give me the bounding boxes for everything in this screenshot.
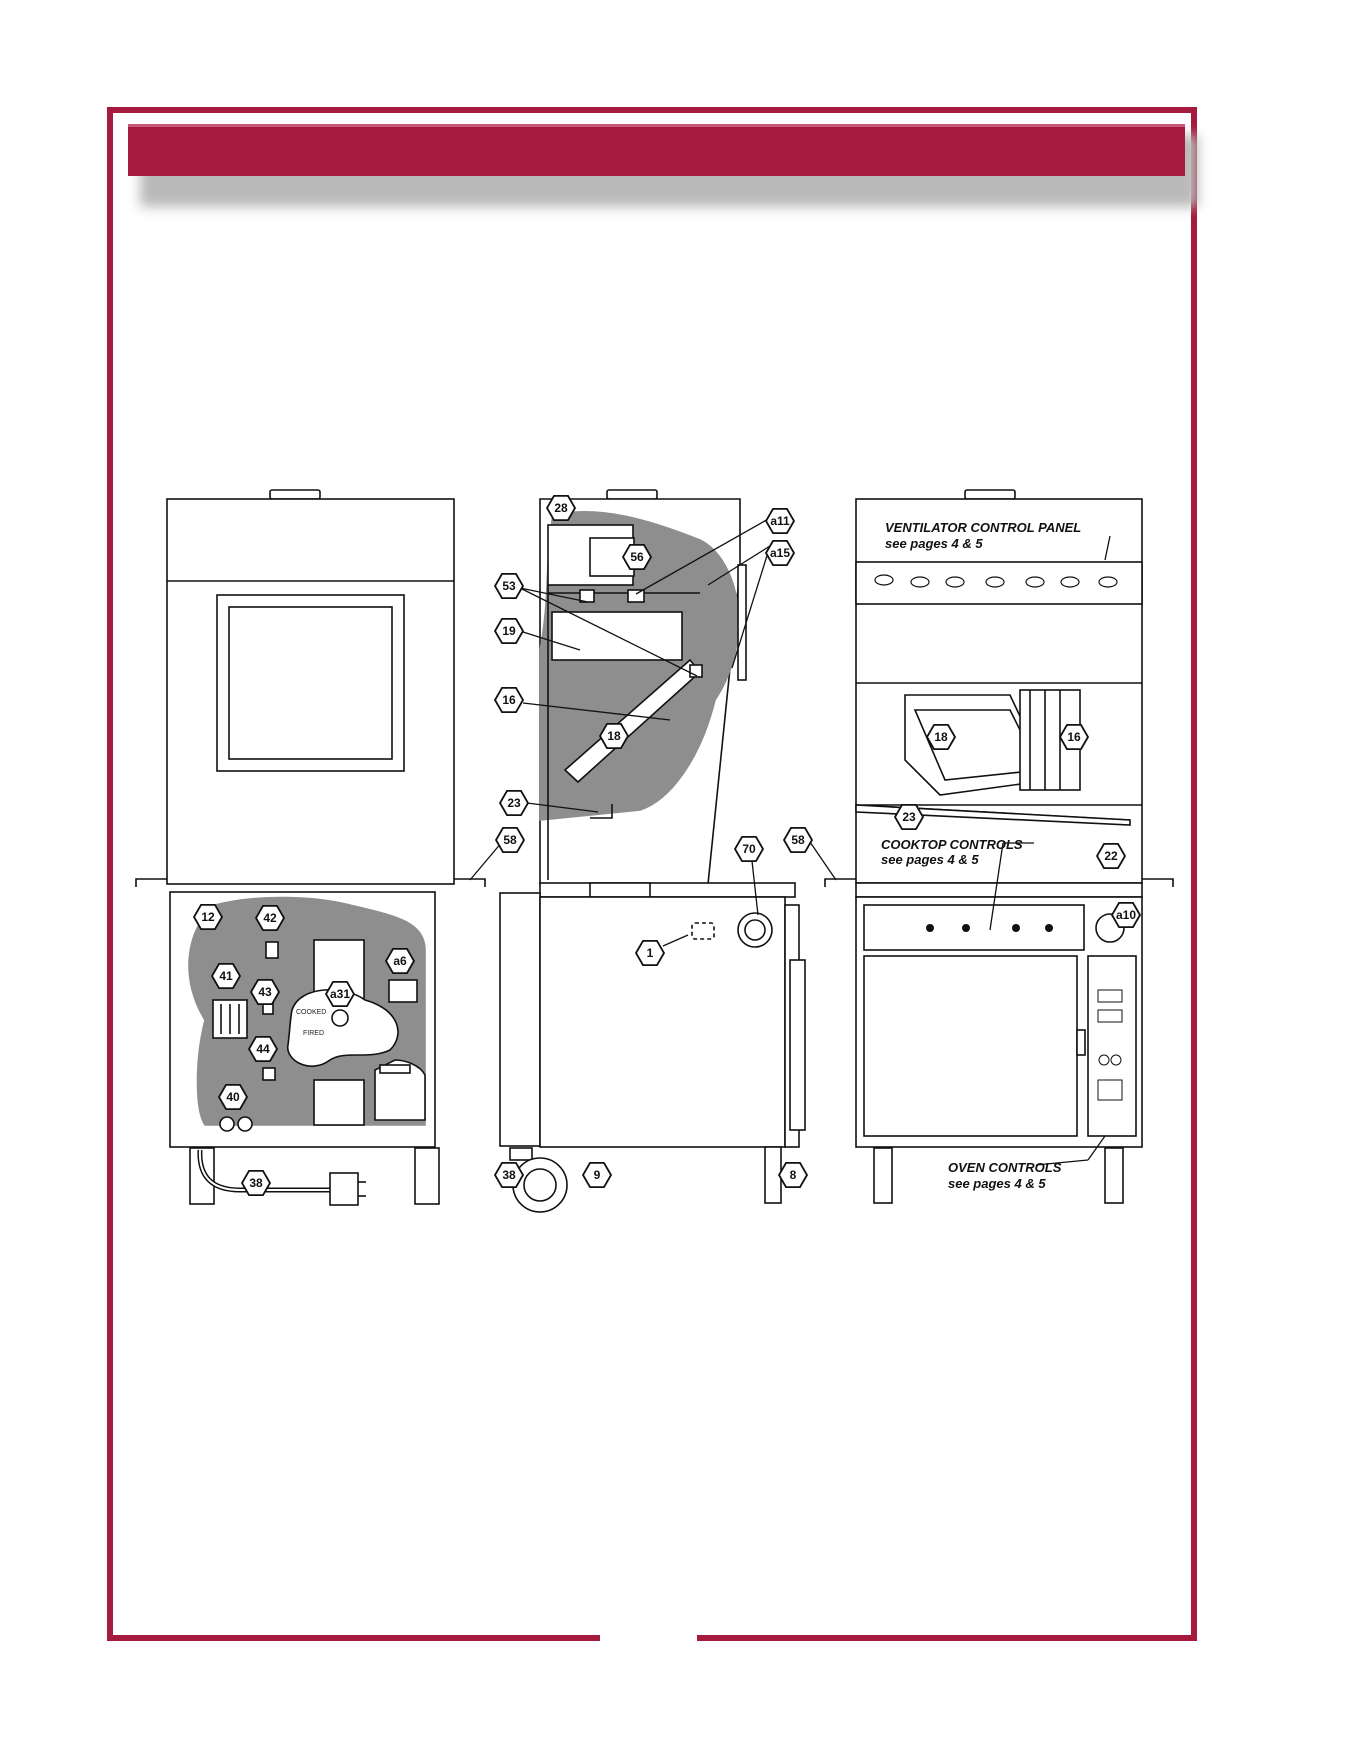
callout-number: 16: [502, 693, 516, 707]
callout-number: 23: [507, 796, 521, 810]
callout-front-a10: a10: [1112, 903, 1140, 927]
callout-side-70: 70: [735, 837, 763, 861]
callout-side-1: 1: [636, 941, 664, 965]
cooked-label: COOKED: [296, 1009, 326, 1016]
callout-front-22: 22: [1097, 844, 1125, 868]
callout-number: 40: [226, 1090, 240, 1104]
callout-front-18: 18: [927, 725, 955, 749]
callout-number: a6: [393, 954, 407, 968]
callout-rear-44: 44: [249, 1037, 277, 1061]
callout-side-19: 19: [495, 619, 523, 643]
callout-rear-38: 38: [242, 1171, 270, 1195]
callout-number: 19: [502, 624, 516, 638]
callout-number: a11: [770, 514, 790, 528]
callout-rear-43: 43: [251, 980, 279, 1004]
callout-left-58: 58: [496, 828, 524, 852]
ventilator-see-pages: see pages 4 & 5: [885, 536, 983, 551]
callout-rear-41: 41: [212, 964, 240, 988]
callout-side-9: 9: [583, 1163, 611, 1187]
oven-controls-label: OVEN CONTROLS: [948, 1160, 1062, 1175]
callout-side-16: 16: [495, 688, 523, 712]
oven-see-pages: see pages 4 & 5: [948, 1176, 1046, 1191]
callout-number: 18: [607, 729, 621, 743]
callout-front-23: 23: [895, 805, 923, 829]
callout-number: a15: [770, 546, 790, 560]
callout-side-a15: a15: [766, 541, 794, 565]
callout-rear-40: 40: [219, 1085, 247, 1109]
callout-side-a11: a11: [766, 509, 794, 533]
cooktop-see-pages: see pages 4 & 5: [881, 852, 979, 867]
callout-side-53: 53: [495, 574, 523, 598]
callout-number: 18: [934, 730, 948, 744]
callout-number: 1: [647, 946, 654, 960]
callout-number: 12: [201, 910, 215, 924]
ventilator-panel-label: VENTILATOR CONTROL PANEL: [885, 520, 1081, 535]
callout-rear-42: 42: [256, 906, 284, 930]
callout-number: 70: [742, 842, 756, 856]
callout-number: 38: [249, 1176, 263, 1190]
callout-side-28: 28: [547, 496, 575, 520]
callout-rear-a31: a31: [326, 982, 354, 1006]
callout-front-16: 16: [1060, 725, 1088, 749]
callout-number: 44: [256, 1042, 270, 1056]
fired-label: FIRED: [303, 1030, 324, 1037]
callout-side-38: 38: [495, 1163, 523, 1187]
callout-number: 53: [502, 579, 516, 593]
callout-number: 22: [1104, 849, 1118, 863]
callout-number: 56: [630, 550, 644, 564]
cooktop-controls-label: COOKTOP CONTROLS: [881, 837, 1023, 852]
callout-number: 16: [1067, 730, 1081, 744]
rear-view: [136, 490, 485, 1205]
callout-number: 58: [791, 833, 805, 847]
callout-number: 41: [219, 969, 233, 983]
callout-number: a31: [330, 987, 350, 1001]
callout-number: 9: [594, 1168, 601, 1182]
callout-side-23: 23: [500, 791, 528, 815]
callout-number: 8: [790, 1168, 797, 1182]
callout-side-56: 56: [623, 545, 651, 569]
callout-side-18: 18: [600, 724, 628, 748]
callout-rear-a6: a6: [386, 949, 414, 973]
callout-number: 38: [502, 1168, 516, 1182]
callout-front-58: 58: [784, 828, 812, 852]
callout-number: 43: [258, 985, 272, 999]
callout-rear-12: 12: [194, 905, 222, 929]
callout-number: 58: [503, 833, 517, 847]
callout-number: 42: [263, 911, 277, 925]
callout-number: 23: [902, 810, 916, 824]
callout-number: a10: [1116, 908, 1136, 922]
callout-side-8: 8: [779, 1163, 807, 1187]
callout-number: 28: [554, 501, 568, 515]
